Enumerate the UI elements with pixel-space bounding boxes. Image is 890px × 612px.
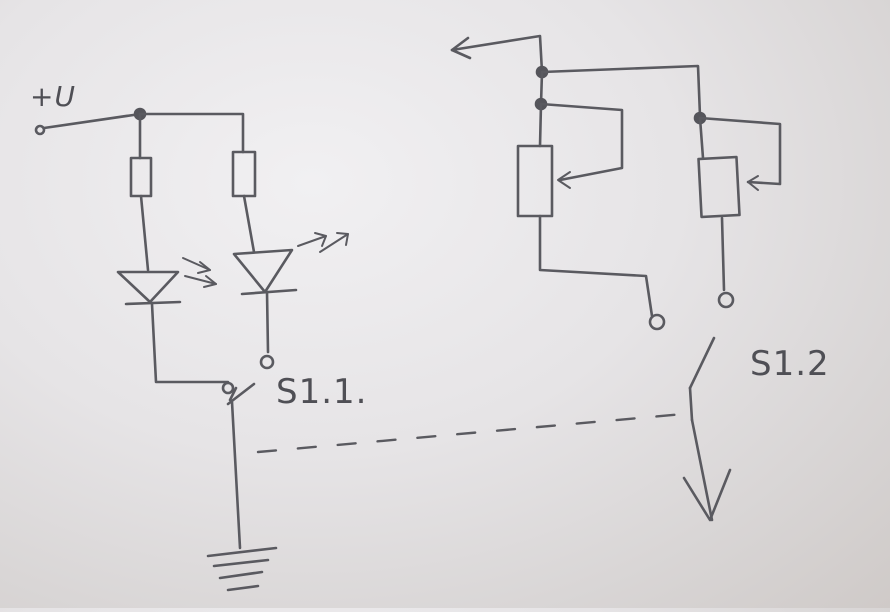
ground-symbol xyxy=(206,546,278,592)
ground-wire xyxy=(230,400,242,550)
led-d1 xyxy=(116,257,217,306)
output-arrow-down xyxy=(682,468,732,522)
branch-right-wire-bottom xyxy=(265,290,270,354)
resistor-r1 xyxy=(129,156,153,198)
switch-s1-1-label: S1.1. xyxy=(276,372,368,412)
resistor-r2 xyxy=(231,150,257,198)
switch-s1-1 xyxy=(221,354,275,406)
top-rail-wire xyxy=(540,64,702,118)
pot2-wiper-loop xyxy=(698,116,782,186)
output-arrow xyxy=(450,34,544,74)
pot2-wiper-arrow xyxy=(747,175,759,191)
switch-contact-2 xyxy=(717,291,735,309)
potentiometer-1 xyxy=(516,144,554,218)
potentiometer-2 xyxy=(697,155,741,219)
supply-terminal xyxy=(34,112,142,136)
output-wire-down xyxy=(690,418,714,522)
branch-left-wire-bottom xyxy=(150,302,230,384)
switch-s1-2 xyxy=(688,336,716,422)
pot2-output-wire xyxy=(720,216,726,292)
pot2-wire xyxy=(698,116,705,160)
pot1-wiper-loop xyxy=(539,102,624,182)
pot1-wiper-arrow xyxy=(557,171,571,189)
branch-left-wire-mid xyxy=(139,194,150,272)
supply-label: +U xyxy=(30,80,76,113)
switch-s1-2-label: S1.2 xyxy=(750,344,830,384)
supply-rail-wire xyxy=(138,112,245,154)
switch-contact-1 xyxy=(648,313,666,331)
branch-right-wire-mid xyxy=(242,194,256,254)
pot1-wire xyxy=(538,102,543,148)
pot1-output-wire xyxy=(538,214,654,318)
led-d2 xyxy=(232,232,349,296)
mechanical-link xyxy=(256,412,686,454)
